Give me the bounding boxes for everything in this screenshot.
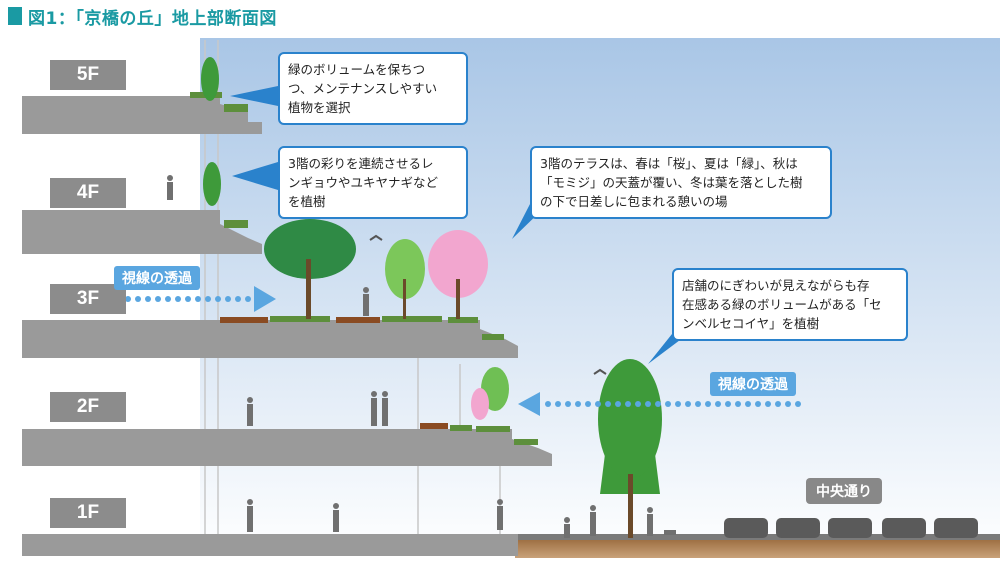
callout-pointer	[230, 86, 278, 106]
page-title: 図1：「京橋の丘」地上部断面図	[28, 9, 277, 29]
sightline-label-3f: 視線の透過	[114, 266, 200, 290]
sightline-2f	[518, 392, 801, 416]
title-bar: 図1：「京橋の丘」地上部断面図	[0, 0, 1000, 34]
callout-3f-terrace: 3階のテラスは、春は「桜」、夏は「緑」、秋は 「モミジ」の天蓋が覆い、冬は葉を落…	[530, 146, 832, 219]
wood-decks	[220, 317, 448, 429]
ground	[515, 538, 1000, 558]
floor-label-4f: 4F	[50, 178, 126, 208]
terrace-trees	[201, 57, 662, 538]
bird-icon	[369, 234, 383, 241]
planters	[190, 92, 538, 445]
floor-slabs	[22, 96, 552, 556]
callout-pointer	[232, 162, 278, 190]
sightline-3f	[115, 286, 276, 312]
bird-icon	[593, 368, 607, 375]
sightline-label-2f: 視線の透過	[710, 372, 796, 396]
floor-label-1f: 1F	[50, 498, 126, 528]
people	[167, 175, 676, 538]
street-label: 中央通り	[806, 478, 882, 504]
floor-label-3f: 3F	[50, 284, 126, 314]
floor-label-5f: 5F	[50, 60, 126, 90]
callout-storefront-tree: 店舗のにぎわいが見えながらも存 在感ある緑のボリュームがある「セ ンベルセコイヤ…	[672, 268, 908, 341]
callout-4f-planting: 3階の彩りを連続させるレ ンギョウやユキヤナギなど を植樹	[278, 146, 468, 219]
callout-pointer	[648, 334, 688, 364]
cars	[724, 518, 978, 538]
section-diagram: 5F 4F 3F 2F 1F 緑のボリュームを保ちつ つ、メンテナンスしやすい …	[0, 34, 1000, 580]
callout-5f-greenery: 緑のボリュームを保ちつ つ、メンテナンスしやすい 植物を選択	[278, 52, 468, 125]
floor-label-2f: 2F	[50, 392, 126, 422]
title-marker	[8, 7, 22, 25]
